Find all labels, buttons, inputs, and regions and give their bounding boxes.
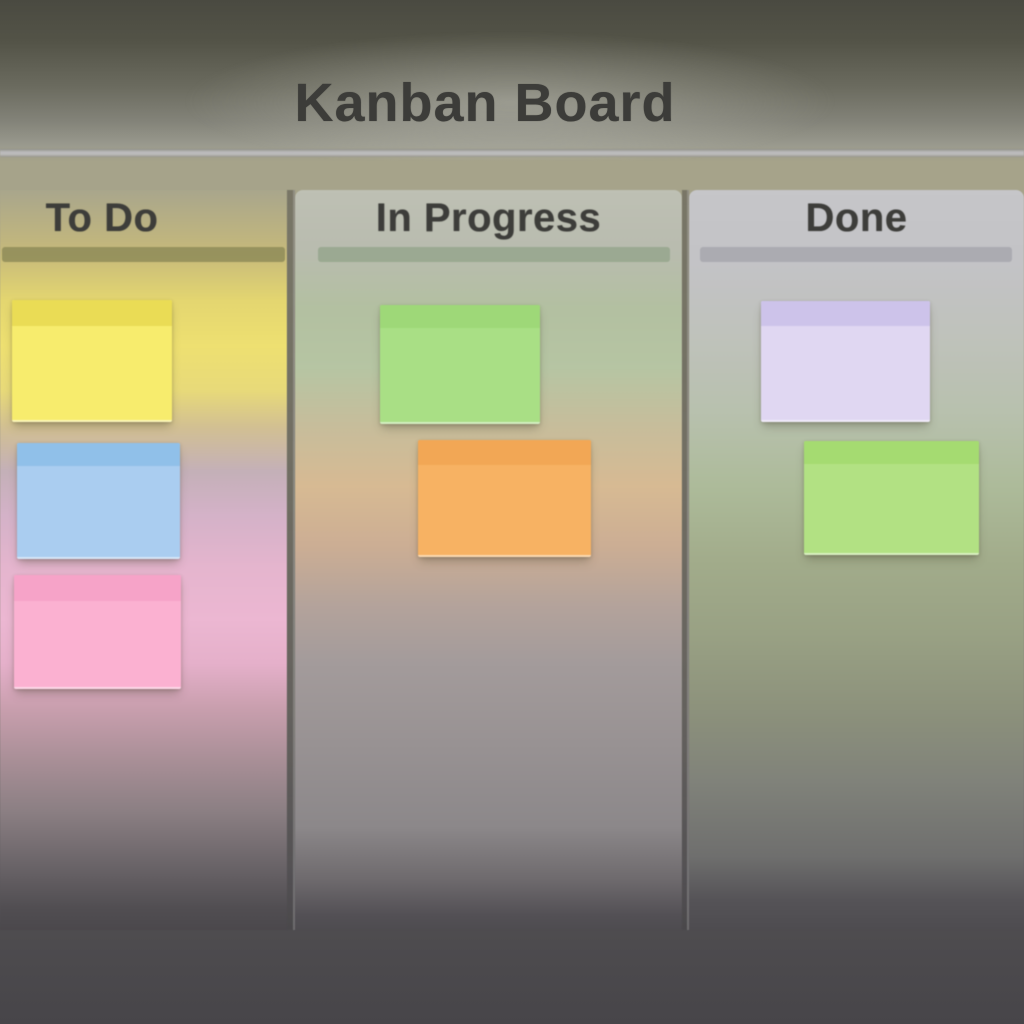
column-header-todo: To Do bbox=[45, 196, 159, 240]
sticky-note-lavender[interactable] bbox=[761, 301, 930, 422]
column-underline-todo bbox=[2, 247, 285, 262]
title-divider bbox=[0, 149, 1024, 157]
column-header-done: Done bbox=[805, 196, 908, 240]
column-divider-2 bbox=[682, 190, 689, 930]
sticky-note-light-green[interactable] bbox=[804, 441, 979, 555]
sticky-note-yellow[interactable] bbox=[12, 300, 172, 422]
sticky-note-blue[interactable] bbox=[17, 443, 180, 559]
note-top-band bbox=[804, 441, 979, 464]
sticky-note-pink[interactable] bbox=[14, 575, 181, 689]
note-top-band bbox=[380, 305, 540, 328]
column-done: Done bbox=[689, 190, 1024, 930]
note-top-band bbox=[17, 443, 180, 466]
column-in-progress: In Progress bbox=[295, 190, 682, 930]
column-underline-in-progress bbox=[318, 247, 670, 262]
column-underline-done bbox=[700, 247, 1012, 262]
sticky-note-orange[interactable] bbox=[418, 440, 591, 557]
column-divider-1 bbox=[287, 190, 295, 930]
column-todo: To Do bbox=[0, 190, 287, 930]
sticky-note-green[interactable] bbox=[380, 305, 540, 424]
column-header-in-progress: In Progress bbox=[375, 196, 602, 240]
board-title: Kanban Board bbox=[294, 73, 676, 133]
note-top-band bbox=[12, 300, 172, 326]
note-top-band bbox=[418, 440, 591, 465]
note-top-band bbox=[761, 301, 930, 326]
note-top-band bbox=[14, 575, 181, 601]
